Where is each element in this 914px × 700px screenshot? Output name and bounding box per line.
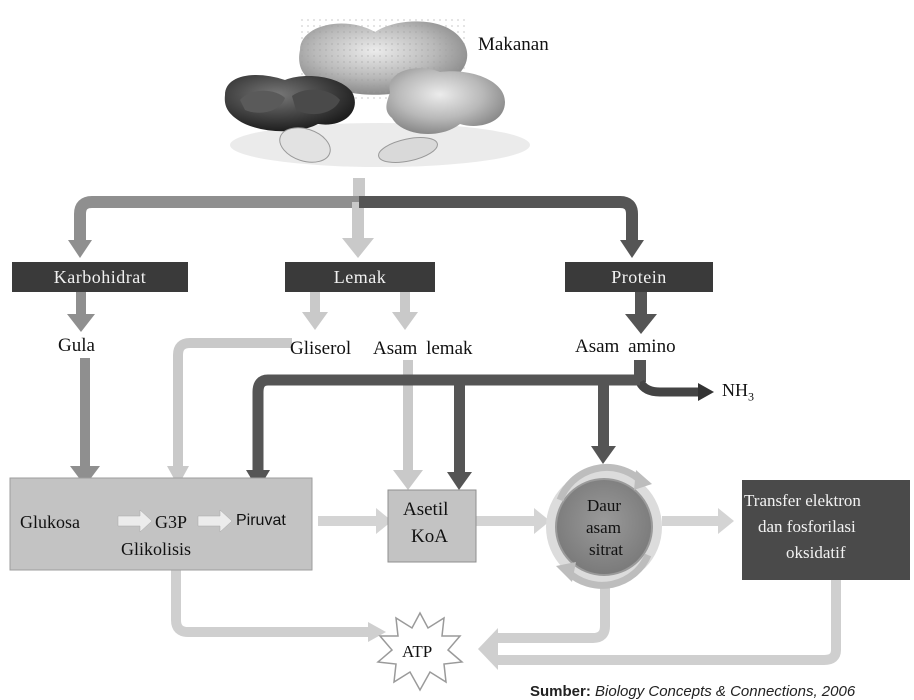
glycerol-label: Gliserol — [290, 338, 352, 359]
glycolysis-title: Glikolisis — [121, 539, 192, 559]
metabolic-flow-arrows — [70, 338, 841, 670]
food-branch-arrows — [68, 178, 644, 258]
ammonia-subscript: 3 — [748, 389, 754, 404]
fat-header: Lemak — [285, 262, 435, 292]
amino-acid-label: Asam amino — [575, 336, 676, 357]
acetyl-coa-line1: Asetil — [403, 499, 449, 520]
electron-transfer-box — [742, 480, 910, 580]
caption-prefix: Sumber: — [530, 683, 591, 700]
category-to-intermediate-arrows — [67, 292, 657, 334]
sugar-label: Gula — [58, 335, 95, 356]
source-caption: Sumber: Biology Concepts & Connections, … — [530, 683, 855, 700]
glycolysis-box — [9, 477, 313, 571]
etc-line3: oksidatif — [786, 543, 846, 562]
fatty-acid-label: Asam lemak — [373, 338, 473, 359]
citric-acid-cycle — [546, 463, 662, 589]
pyruvate-label: Piruvat — [236, 512, 286, 529]
acetyl-coa-line2: KoA — [411, 526, 448, 547]
protein-header: Protein — [565, 262, 713, 292]
acetyl-coa-box — [387, 489, 477, 563]
glucose-label: Glukosa — [20, 512, 80, 532]
cycle-line2: asam — [586, 518, 621, 537]
cycle-line3: sitrat — [589, 540, 623, 559]
ammonia-main: NH — [722, 380, 748, 400]
food-label: Makanan — [478, 34, 549, 55]
ammonia-label: NH3 — [722, 381, 754, 403]
etc-line2: dan fosforilasi — [758, 517, 856, 536]
glycolysis-arrow-1 — [117, 509, 153, 533]
g3p-label: G3P — [155, 512, 188, 532]
atp-label: ATP — [402, 642, 433, 661]
caption-source: Biology Concepts & Connections, 2006 — [595, 683, 856, 700]
atp-burst — [376, 611, 464, 692]
etc-line1: Transfer elektron — [744, 491, 861, 510]
cycle-line1: Daur — [587, 496, 621, 515]
peanuts-image — [224, 15, 530, 167]
carbohydrate-header: Karbohidrat — [12, 262, 188, 292]
glycolysis-arrow-2 — [197, 509, 233, 533]
